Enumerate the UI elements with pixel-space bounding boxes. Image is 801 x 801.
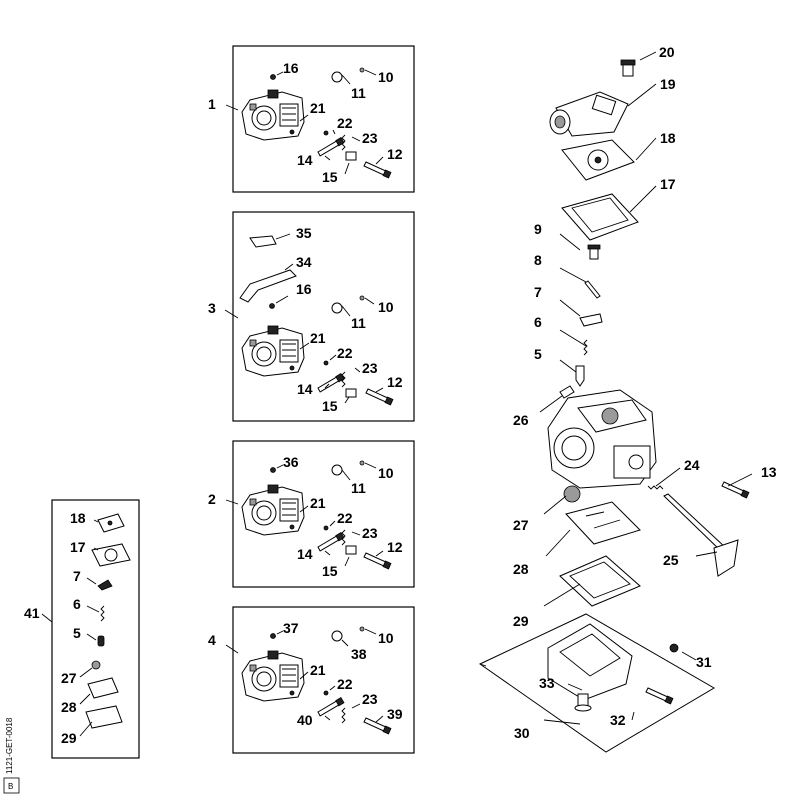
callout-label: 11: [351, 315, 366, 331]
callout-label: 23: [362, 525, 378, 541]
callout-label: 9: [534, 221, 542, 237]
callout-label: 12: [387, 146, 403, 162]
callout-label: 36: [283, 454, 299, 470]
callout-label: 11: [351, 480, 366, 496]
callout-label: 21: [310, 662, 326, 678]
box-frame: [232, 440, 415, 588]
callout-label: 16: [296, 281, 312, 297]
carburetor-part: [241, 89, 305, 141]
callout-label: 18: [70, 510, 86, 526]
callout-label: 21: [310, 495, 326, 511]
callout-label: 8: [534, 252, 542, 268]
callout-label: 23: [362, 691, 378, 707]
callout-label: 17: [660, 176, 676, 192]
callout-label: 20: [659, 44, 675, 60]
box-number-label: 3: [208, 300, 216, 316]
box-number-label: 1: [208, 96, 216, 112]
callout-label: 39: [387, 706, 403, 722]
callout-label: 29: [61, 730, 77, 746]
callout-label: 19: [660, 76, 676, 92]
callout-label: 31: [696, 654, 712, 670]
box-frame: [232, 45, 415, 193]
callout-label: 11: [351, 85, 366, 101]
callout-label: 22: [337, 115, 353, 131]
callout-label: 14: [297, 381, 313, 397]
callout-label: 6: [73, 596, 81, 612]
callout-label: 26: [513, 412, 529, 428]
callout-label: 10: [378, 630, 394, 646]
callout-label: 27: [61, 670, 77, 686]
assembly-box-4: 37 10 38 21 22 23 39 40 4: [208, 606, 415, 754]
callout-label: 12: [387, 539, 403, 555]
callout-label: 22: [337, 510, 353, 526]
callout-label: 13: [761, 464, 777, 480]
callout-label: 38: [351, 646, 367, 662]
callout-label: 5: [534, 346, 542, 362]
callout-label: 5: [73, 625, 81, 641]
lever-part: [239, 269, 297, 303]
main-exploded-view: 20 19 18 17 9 8 7 6 5 26 24 13 27 25 28 …: [479, 44, 777, 753]
callout-label: 15: [322, 563, 338, 579]
callout-label: 10: [378, 69, 394, 85]
callout-label: 28: [513, 561, 529, 577]
callout-label: 21: [310, 330, 326, 346]
callout-label: 16: [283, 60, 299, 76]
box-frame: [232, 606, 415, 754]
callout-label: 21: [310, 100, 326, 116]
carburetor-body: [547, 389, 657, 489]
drawing-code-text: 1121-GET-0018: [5, 717, 14, 774]
callout-label: 24: [684, 457, 700, 473]
callout-label: 30: [514, 725, 530, 741]
bracket-part: [249, 235, 277, 248]
box-frame: [232, 211, 415, 422]
callout-label: 23: [362, 130, 378, 146]
box-number-label: 2: [208, 491, 216, 507]
assembly-box-2: 36 10 11 21 22 23 12 14 15 2: [208, 440, 415, 588]
callout-label: 15: [322, 169, 338, 185]
box-number-label: 4: [208, 632, 216, 648]
callout-label: 10: [378, 299, 394, 315]
drawing-code-suffix: B: [8, 782, 13, 791]
callout-label: 14: [297, 546, 313, 562]
callout-label: 32: [610, 712, 626, 728]
callout-label: 27: [513, 517, 529, 533]
callout-label: 17: [70, 539, 86, 555]
callout-label: 23: [362, 360, 378, 376]
callout-label: 7: [73, 568, 81, 584]
callout-label: 6: [534, 314, 542, 330]
callout-label: 34: [296, 254, 312, 270]
box-number-label: 41: [24, 605, 40, 621]
callout-label: 40: [297, 712, 313, 728]
callout-label: 10: [378, 465, 394, 481]
callout-label: 33: [539, 675, 555, 691]
callout-label: 12: [387, 374, 403, 390]
callout-label: 22: [337, 345, 353, 361]
callout-label: 18: [660, 130, 676, 146]
throttle-plate: [713, 539, 739, 577]
callout-label: 35: [296, 225, 312, 241]
assembly-box-1: 16 10 11 21 22 23 12 14 15 1: [208, 45, 415, 193]
callout-label: 37: [283, 620, 299, 636]
callout-label: 22: [337, 676, 353, 692]
repair-kit-box-41: 18 17 7 6 5 27 28 29 41: [24, 499, 140, 759]
callout-label: 15: [322, 398, 338, 414]
assembly-box-3: 35 34 16 10 11 21 22 23 12 14 15 3: [208, 211, 415, 422]
callout-label: 29: [513, 613, 529, 629]
callout-label: 14: [297, 152, 313, 168]
box-frame: [51, 499, 140, 759]
drawing-code: 1121-GET-0018 B: [3, 717, 20, 794]
callout-label: 7: [534, 284, 542, 300]
callout-label: 28: [61, 699, 77, 715]
callout-label: 25: [663, 552, 679, 568]
